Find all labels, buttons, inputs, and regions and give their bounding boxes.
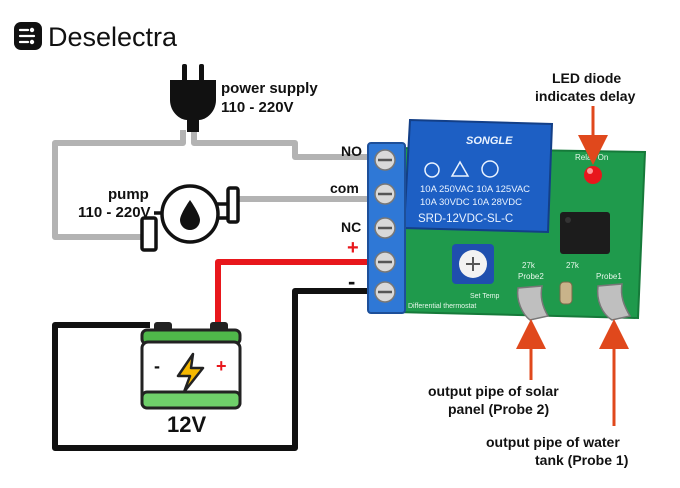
brand-logo-icon bbox=[14, 22, 42, 50]
pump-label: pump bbox=[108, 186, 149, 203]
probe-2-sensor bbox=[516, 285, 550, 321]
silk-probe1: Probe1 bbox=[596, 272, 622, 281]
silk-r1: 27k bbox=[522, 261, 536, 270]
terminal-nc-label: NC bbox=[341, 219, 361, 235]
probe1-annotation-line1: output pipe of water bbox=[486, 434, 620, 450]
power-plug-icon bbox=[170, 64, 216, 132]
relay-rating-line1: 10A 250VAC 10A 125VAC bbox=[420, 184, 530, 195]
silk-relay-on: Relay On bbox=[575, 153, 608, 162]
potentiometer bbox=[452, 244, 494, 284]
terminal-screw-minus bbox=[374, 281, 396, 303]
led-annotation-line1: LED diode bbox=[552, 70, 621, 86]
battery-voltage: 12V bbox=[167, 412, 206, 437]
relay-model: SRD-12VDC-SL-C bbox=[418, 213, 513, 225]
terminal-screw-com bbox=[374, 183, 396, 205]
silk-set-temp: Set Temp bbox=[470, 293, 500, 300]
probe1-annotation-line2: tank (Probe 1) bbox=[535, 452, 628, 468]
thermostat-module: SONGLE 10A 250VAC 10A 125VAC 10A 30VDC 1… bbox=[394, 118, 647, 320]
battery-minus-label: - bbox=[154, 356, 160, 376]
relay-brand: SONGLE bbox=[466, 135, 513, 147]
relay-rating-line2: 10A 30VDC 10A 28VDC bbox=[420, 197, 522, 208]
relay: SONGLE 10A 250VAC 10A 125VAC 10A 30VDC 1… bbox=[402, 118, 554, 234]
deselectra-logo: Deselectra bbox=[14, 22, 178, 52]
silk-probe2: Probe2 bbox=[518, 272, 544, 281]
terminal-no-label: NO bbox=[341, 143, 362, 159]
terminal-plus-label: + bbox=[347, 237, 359, 259]
terminal-screw-plus bbox=[374, 251, 396, 273]
probe2-annotation-line2: panel (Probe 2) bbox=[448, 401, 549, 417]
dc-wire-positive bbox=[215, 259, 368, 327]
probe2-annotation-line1: output pipe of solar bbox=[428, 383, 559, 399]
led-diode bbox=[584, 166, 602, 184]
terminal-block bbox=[367, 142, 406, 314]
dc-wire-negative-right bbox=[52, 288, 368, 451]
ac-wiring bbox=[52, 130, 368, 240]
ac-wire-plug-to-no bbox=[191, 130, 368, 160]
resistor bbox=[559, 281, 573, 305]
terminal-screw-nc bbox=[374, 217, 396, 239]
power-supply-voltage: 110 - 220V bbox=[221, 99, 294, 116]
terminal-screw-no bbox=[374, 149, 396, 171]
pump-voltage: 110 - 220V bbox=[78, 204, 151, 221]
dc-wiring bbox=[52, 259, 368, 451]
ic-chip bbox=[560, 212, 610, 254]
pump-icon bbox=[140, 184, 240, 252]
led-annotation-line2: indicates delay bbox=[535, 88, 636, 104]
probe-1-sensor bbox=[596, 283, 632, 321]
power-supply-label: power supply bbox=[221, 80, 318, 97]
battery-icon bbox=[140, 322, 242, 410]
silk-diff-thermostat: Differential thermostat bbox=[408, 303, 476, 310]
silk-r2: 27k bbox=[566, 261, 580, 270]
terminal-com-label: com bbox=[330, 180, 359, 196]
ac-wire-plug-to-pump bbox=[52, 130, 186, 240]
battery-plus-label: + bbox=[216, 356, 227, 376]
brand-name: Deselectra bbox=[48, 22, 178, 52]
terminal-minus-label: - bbox=[348, 269, 355, 294]
